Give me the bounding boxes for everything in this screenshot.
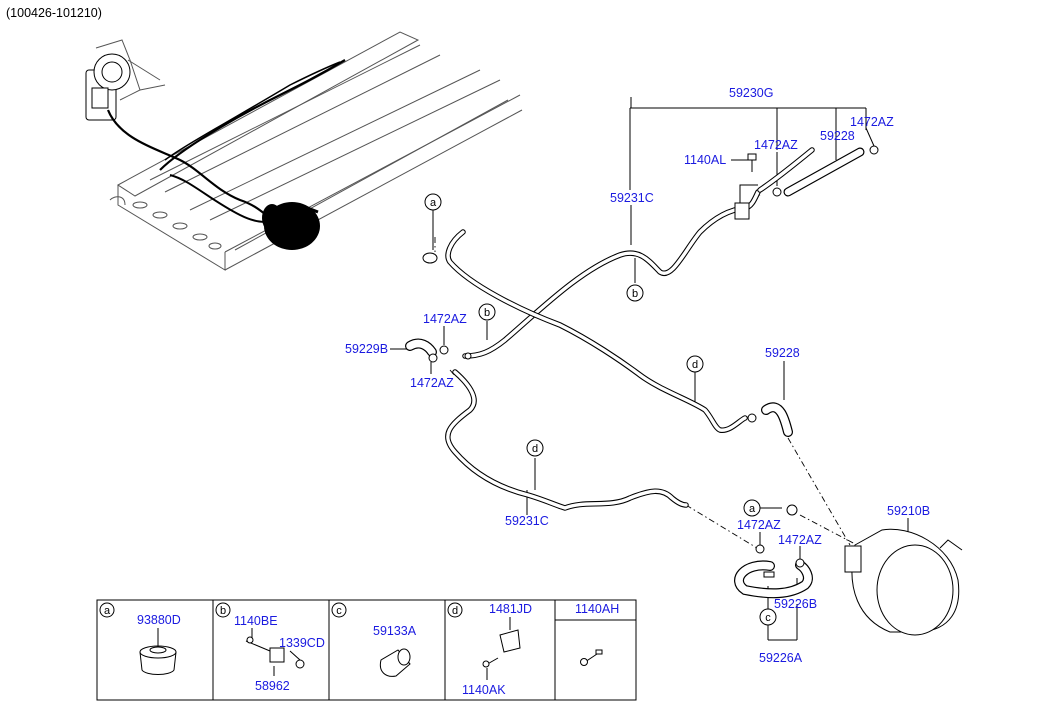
vehicle-frame-illustration — [85, 31, 523, 271]
legend-letter-b: b — [220, 605, 226, 617]
legend-cell-1140AH: 1140AH — [575, 602, 619, 666]
legend-part-1140BE[interactable]: 1140BE — [234, 614, 278, 628]
svg-text:a: a — [749, 503, 756, 515]
marker-b-top: b — [478, 303, 496, 321]
callout-1140AL[interactable]: 1140AL — [684, 153, 726, 167]
callout-59231C[interactable]: 59231C — [610, 191, 654, 205]
callout-59228[interactable]: 59228 — [820, 129, 855, 143]
callout-labels: 59230G 1472AZ 1472AZ 59228 1140AL 59231C… — [345, 86, 930, 665]
callout-59210B[interactable]: 59210B — [887, 504, 930, 518]
callout-1472AZ[interactable]: 1472AZ — [737, 518, 781, 532]
marker-d-right: d — [686, 355, 704, 373]
leader-lines — [390, 97, 909, 641]
svg-text:d: d — [692, 359, 698, 371]
callout-1472AZ[interactable]: 1472AZ — [778, 533, 822, 547]
svg-text:c: c — [765, 612, 771, 624]
legend-letter-c: c — [336, 605, 342, 617]
clamps-and-fasteners — [422, 145, 879, 578]
legend-part-1140AK[interactable]: 1140AK — [462, 683, 506, 697]
legend-letter-a: a — [104, 605, 111, 617]
legend-letter-d: d — [452, 605, 458, 617]
canister-59210B — [844, 528, 963, 636]
callout-59230G[interactable]: 59230G — [729, 86, 773, 100]
callout-59226B[interactable]: 59226B — [774, 597, 817, 611]
marker-d-mid: d — [526, 439, 544, 457]
legend-part-1339CD[interactable]: 1339CD — [279, 636, 325, 650]
callout-59231C[interactable]: 59231C — [505, 514, 549, 528]
legend-cell-c: c 59133A — [331, 602, 417, 677]
diagram-code: (100426-101210) — [6, 6, 102, 20]
callout-59229B[interactable]: 59229B — [345, 342, 388, 356]
legend-table: a 93880D b 1140BE 1339CD 58962 c 59133A — [96, 599, 637, 701]
svg-text:a: a — [430, 197, 437, 209]
svg-text:b: b — [484, 307, 490, 319]
svg-text:b: b — [632, 288, 638, 300]
legend-part-1140AH[interactable]: 1140AH — [575, 602, 619, 616]
callout-59226A[interactable]: 59226A — [759, 651, 803, 665]
legend-cell-a: a 93880D — [99, 602, 181, 675]
svg-text:d: d — [532, 443, 538, 455]
legend-part-58962[interactable]: 58962 — [255, 679, 290, 693]
marker-b-left: b — [626, 284, 644, 302]
marker-a-top: a — [424, 193, 442, 211]
marker-c-canister: c — [759, 608, 777, 626]
circle-markers: a b b d d a c — [424, 193, 777, 626]
callout-1472AZ[interactable]: 1472AZ — [410, 376, 454, 390]
callout-1472AZ[interactable]: 1472AZ — [754, 138, 798, 152]
legend-cell-b: b 1140BE 1339CD 58962 — [215, 602, 325, 693]
marker-a-canister: a — [743, 499, 761, 517]
callout-1472AZ[interactable]: 1472AZ — [850, 115, 894, 129]
fuel-vapor-pipes — [405, 147, 865, 599]
legend-part-1481JD[interactable]: 1481JD — [489, 602, 532, 616]
callout-59228[interactable]: 59228 — [765, 346, 800, 360]
callout-1472AZ[interactable]: 1472AZ — [423, 312, 467, 326]
legend-part-93880D[interactable]: 93880D — [137, 613, 181, 627]
legend-part-59133A[interactable]: 59133A — [373, 624, 417, 638]
legend-cell-d: d 1481JD 1140AK — [447, 602, 532, 697]
